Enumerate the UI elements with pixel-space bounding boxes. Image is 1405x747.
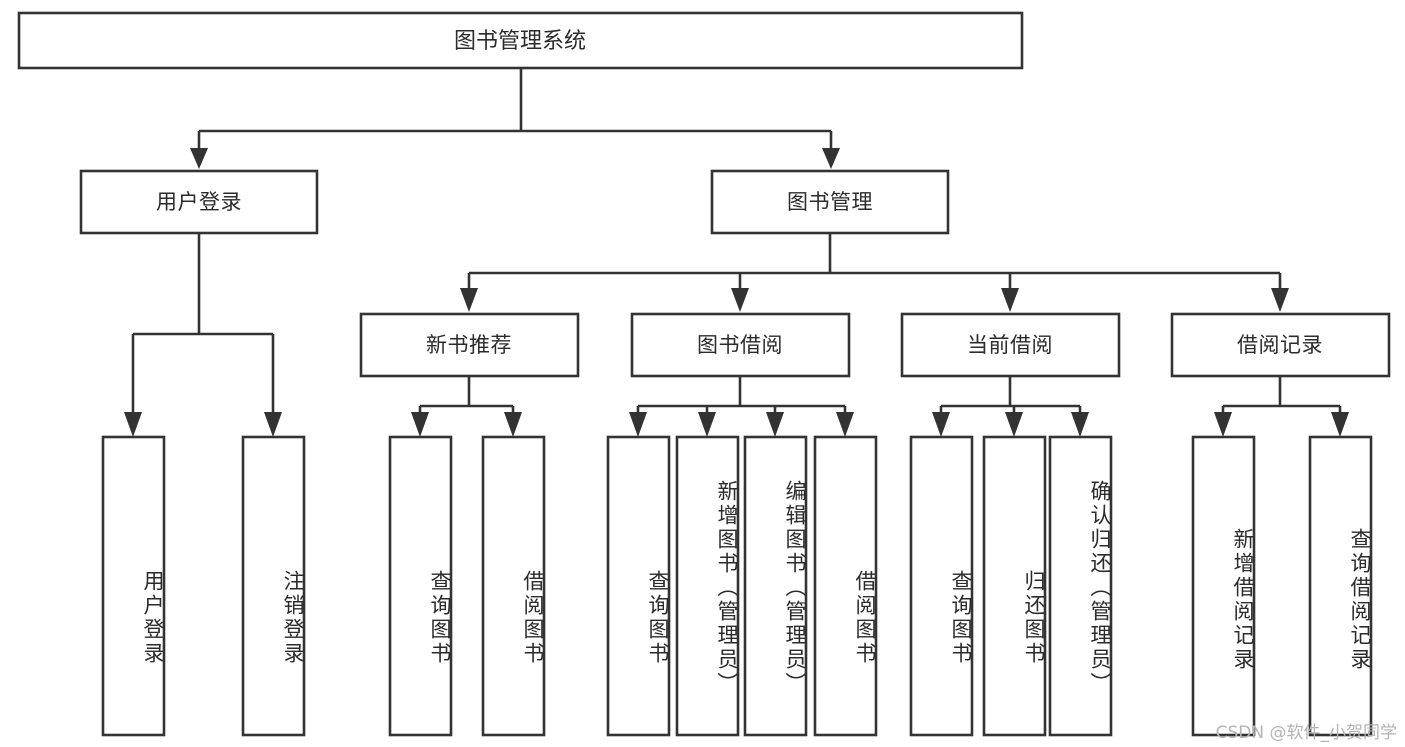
leaf-box-query-book-1[interactable]: [388, 435, 453, 737]
arrow-to-leaf-query-record: [1331, 412, 1349, 437]
leaf-box-query-record[interactable]: [1308, 435, 1373, 737]
arrow-to-current-borrow: [1001, 288, 1019, 312]
arrow-to-new-book-rec: [460, 288, 478, 312]
arrow-to-leaf-add-book: [698, 412, 716, 437]
arrow-to-leaf-query-book-2: [629, 412, 647, 437]
node-root[interactable]: 图书管理系统: [17, 11, 1024, 70]
csdn-watermark: CSDN @软件_小贺同学: [1215, 723, 1397, 743]
arrow-to-leaf-logout: [264, 412, 282, 437]
leaf-box-query-book-3[interactable]: [909, 435, 974, 737]
arrow-to-borrow-record: [1271, 288, 1289, 312]
node-current-borrow[interactable]: 当前借阅: [900, 312, 1121, 378]
arrow-to-book-manage: [822, 148, 840, 169]
leaf-box-add-record[interactable]: [1191, 435, 1256, 737]
leaf-box-edit-book[interactable]: [743, 435, 808, 737]
node-user-login-box[interactable]: [79, 169, 319, 235]
arrow-to-leaf-query-book-3: [932, 412, 950, 437]
arrow-to-user-login: [190, 148, 208, 169]
node-new-book-rec-box[interactable]: [359, 312, 580, 378]
node-new-book-rec-label: 新书推荐: [426, 333, 512, 357]
node-user-login-label: 用户登录: [156, 190, 242, 214]
leaf-box-confirm-return[interactable]: [1048, 435, 1113, 737]
arrow-to-leaf-query-book-1: [411, 412, 429, 437]
connector-new-book-rec-to-leaves: [411, 376, 522, 437]
node-root-label: 图书管理系统: [454, 29, 586, 54]
node-current-borrow-box[interactable]: [900, 312, 1121, 378]
leaf-box-return-book[interactable]: [982, 435, 1047, 737]
connector-root-to-level2: [190, 68, 840, 169]
connector-current-borrow-to-leaves: [932, 376, 1089, 437]
connector-book-manage-to-level3: [460, 233, 1289, 312]
leaf-box-add-book[interactable]: [675, 435, 740, 737]
arrow-to-book-borrow: [731, 288, 749, 312]
leaf-box-user-login[interactable]: [101, 435, 166, 737]
node-root-box[interactable]: [17, 11, 1024, 70]
arrow-to-leaf-return-book: [1005, 412, 1023, 437]
leaf-box-query-book-2[interactable]: [606, 435, 671, 737]
connector-borrow-record-to-leaves: [1214, 376, 1349, 437]
node-book-borrow[interactable]: 图书借阅: [630, 312, 851, 378]
arrow-to-leaf-confirm-return: [1071, 412, 1089, 437]
arrow-to-leaf-borrow-book-2: [836, 412, 854, 437]
connector-book-borrow-to-leaves: [629, 376, 854, 437]
leaf-box-borrow-book-2[interactable]: [813, 435, 878, 737]
arrow-to-leaf-user-login: [124, 412, 142, 437]
node-book-manage[interactable]: 图书管理: [710, 169, 950, 235]
node-book-manage-label: 图书管理: [787, 190, 873, 214]
node-borrow-record[interactable]: 借阅记录: [1170, 312, 1391, 378]
node-user-login[interactable]: 用户登录: [79, 169, 319, 235]
arrow-to-leaf-borrow-book-1: [504, 412, 522, 437]
node-new-book-rec[interactable]: 新书推荐: [359, 312, 580, 378]
node-borrow-record-label: 借阅记录: [1237, 333, 1323, 357]
node-current-borrow-label: 当前借阅: [967, 333, 1053, 357]
arrow-to-leaf-edit-book: [766, 412, 784, 437]
arrow-to-leaf-add-record: [1214, 412, 1232, 437]
node-book-borrow-label: 图书借阅: [697, 333, 783, 357]
connector-user-login-to-leaves: [124, 233, 282, 437]
leaf-box-logout[interactable]: [241, 435, 306, 737]
leaf-box-borrow-book-1[interactable]: [481, 435, 546, 737]
